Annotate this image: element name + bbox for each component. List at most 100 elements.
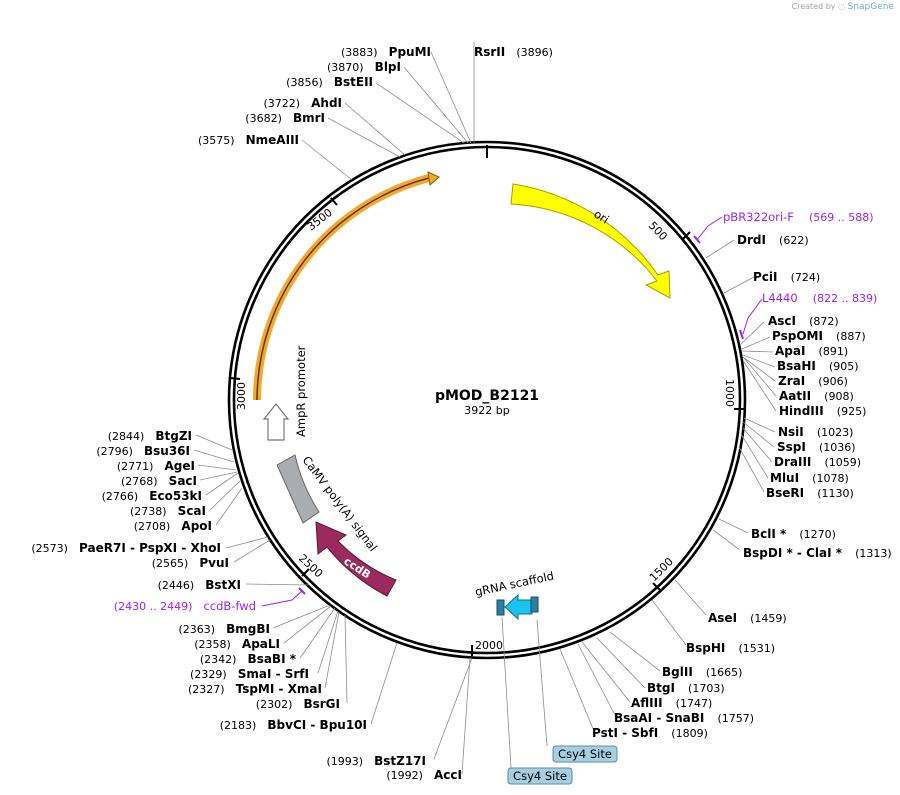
backbone-outer-ring: [227, 140, 747, 660]
site-agei[interactable]: (2771) AgeI: [117, 455, 195, 474]
site-bstxi[interactable]: (2446) BstXI: [158, 574, 241, 593]
site-apai[interactable]: ApaI (891): [775, 340, 848, 359]
csy4-block-right[interactable]: [530, 596, 539, 613]
site-bmri[interactable]: (3682) BmrI: [245, 107, 325, 126]
site-ppumi[interactable]: (3883) PpuMI: [341, 41, 431, 60]
site-asci-pos: (872): [809, 315, 839, 328]
site-scai-name: ScaI: [178, 504, 206, 518]
site-aatii[interactable]: AatII (908): [779, 385, 854, 404]
csy4-site-box-lower[interactable]: Csy4 Site: [507, 767, 573, 785]
orange-arc-path[interactable]: [253, 174, 431, 401]
leader-drdi: [705, 239, 735, 259]
site-paer7i[interactable]: (2573) PaeR7I - PspXI - XhoI: [31, 537, 221, 556]
site-sspi[interactable]: SspI (1036): [777, 436, 856, 455]
primer-ccdb-fwd-name: ccdB-fwd: [203, 599, 256, 613]
feature-grna-scaffold[interactable]: gRNA scaffold: [474, 569, 555, 621]
site-bsphi-name: BspHI: [686, 641, 725, 655]
site-eco53ki[interactable]: (2766) Eco53kI: [102, 485, 202, 504]
leader-bsu36i: [193, 449, 235, 463]
site-asei[interactable]: AseI (1459): [708, 607, 787, 626]
camv-polya-block[interactable]: [276, 454, 320, 524]
site-bsphi[interactable]: BspHI (1531): [686, 637, 775, 656]
site-bsabi[interactable]: (2342) BsaBI *: [200, 648, 297, 667]
tick-mark-2500: [301, 568, 310, 577]
site-bstz17i[interactable]: (1993) BstZ17I: [326, 750, 426, 769]
site-pspomi-name: PspOMI: [772, 329, 823, 343]
primer-pbr322ori-f[interactable]: pBR322ori-F (569 .. 588): [723, 206, 874, 225]
site-bcli-name: BclI *: [751, 527, 787, 541]
site-saci-name: SacI: [169, 474, 197, 488]
site-psti[interactable]: PstI - SbfI (1809): [592, 722, 708, 741]
site-rsrii[interactable]: RsrII (3896): [474, 41, 553, 60]
site-nmeaiii[interactable]: (3575) NmeAIII: [198, 129, 299, 148]
site-blpi-name: BlpI: [375, 60, 401, 74]
site-nmeaiii-pos: (3575): [198, 134, 235, 147]
site-ahdi-pos: (3722): [263, 97, 300, 110]
site-btgzi[interactable]: (2844) BtgZI: [108, 425, 192, 444]
site-asci[interactable]: AscI (872): [768, 310, 839, 329]
site-ahdi[interactable]: (3722) AhdI: [263, 92, 342, 111]
site-pspomi[interactable]: PspOMI (887): [772, 325, 866, 344]
tick-label-2000: 2000: [475, 639, 503, 652]
site-tspmi-name: TspMI - XmaI: [236, 682, 322, 696]
feature-ori[interactable]: ori: [510, 183, 671, 299]
primer-ccdb-fwd[interactable]: (2430 .. 2449) ccdB-fwd: [114, 595, 256, 614]
csy4-block-left[interactable]: [496, 599, 505, 616]
site-tspmi[interactable]: (2327) TspMI - XmaI: [188, 678, 322, 697]
feature-ampr-promoter[interactable]: AmpR promoter: [262, 345, 308, 441]
site-bbvci[interactable]: (2183) BbvCI - Bpu10I: [220, 714, 367, 733]
site-eco53ki-pos: (2766): [102, 490, 139, 503]
leader-apai: [741, 350, 774, 353]
grna-scaffold-arrow[interactable]: [504, 593, 533, 621]
site-mlui[interactable]: MluI (1078): [770, 467, 849, 486]
site-nsii[interactable]: NsiI (1023): [778, 421, 853, 440]
site-bsahi[interactable]: BsaHI (905): [777, 355, 859, 374]
leader-asci: [739, 321, 765, 346]
site-hindiii[interactable]: HindIII (925): [779, 400, 866, 419]
site-bseri[interactable]: BseRI (1130): [766, 482, 854, 501]
ccdb-arrow[interactable]: [315, 521, 397, 597]
site-draiii[interactable]: DraIII (1059): [774, 451, 861, 470]
leader-bseri: [738, 446, 765, 493]
site-btgi[interactable]: BtgI (1703): [647, 677, 725, 696]
site-bsaai[interactable]: BsaAI - SnaBI (1757): [614, 707, 754, 726]
ori-arrow[interactable]: [510, 183, 671, 299]
site-bsrgi-pos: (2302): [256, 698, 293, 711]
site-pcii[interactable]: PciI (724): [753, 266, 820, 285]
site-scai[interactable]: (2738) ScaI: [130, 500, 206, 519]
site-bsaai-name: BsaAI - SnaBI: [614, 711, 704, 725]
site-blpi[interactable]: (3870) BlpI: [327, 56, 401, 75]
leader-ccdb-fwd: [261, 590, 303, 607]
orange-arc-inner-line: [256, 177, 430, 401]
leader-pbr322ori-f: [696, 216, 723, 241]
feature-orange-arc[interactable]: [253, 171, 440, 401]
site-asci-name: AscI: [768, 314, 796, 328]
site-bcli[interactable]: BclI * (1270): [751, 523, 836, 542]
primer-l4440[interactable]: L4440 (822 .. 839): [762, 287, 877, 306]
site-bmgbi[interactable]: (2363) BmgBI: [178, 618, 270, 637]
site-bseri-pos: (1130): [817, 487, 854, 500]
site-bstxi-pos: (2446): [158, 579, 195, 592]
site-acci[interactable]: (1992) AccI: [386, 764, 462, 783]
site-apoi[interactable]: (2708) ApoI: [134, 515, 212, 534]
site-pvui[interactable]: (2565) PvuI: [152, 552, 229, 571]
site-afliii[interactable]: AflIII (1747): [631, 692, 712, 711]
site-bglii[interactable]: BglII (1665): [662, 661, 742, 680]
site-bsu36i[interactable]: (2796) Bsu36I: [96, 440, 190, 459]
leader-bcli: [718, 518, 749, 534]
site-bsteii[interactable]: (3856) BstEII: [286, 71, 373, 90]
site-saci[interactable]: (2768) SacI: [121, 470, 197, 489]
site-bspdi[interactable]: BspDI * - ClaI * (1313): [743, 542, 892, 561]
site-labels: RsrII (3896) (3883) PpuMI (3870) BlpI (3…: [31, 41, 892, 783]
site-smai[interactable]: (2329) SmaI - SrfI: [190, 663, 309, 682]
site-zrai[interactable]: ZraI (906): [778, 370, 848, 389]
csy4-site-box-upper[interactable]: Csy4 Site: [552, 745, 618, 763]
ampr-promoter-arrow[interactable]: [262, 403, 290, 441]
site-apali[interactable]: (2358) ApaLI: [194, 633, 280, 652]
site-drdi[interactable]: DrdI (622): [737, 229, 809, 248]
csy4-site-box-upper-bg: [552, 745, 618, 763]
primer-labels: pBR322ori-F (569 .. 588) L4440 (822 .. 8…: [114, 206, 878, 614]
grna-scaffold-label: gRNA scaffold: [474, 569, 555, 599]
site-bsrgi[interactable]: (2302) BsrGI: [256, 693, 340, 712]
site-bseri-name: BseRI: [766, 486, 804, 500]
